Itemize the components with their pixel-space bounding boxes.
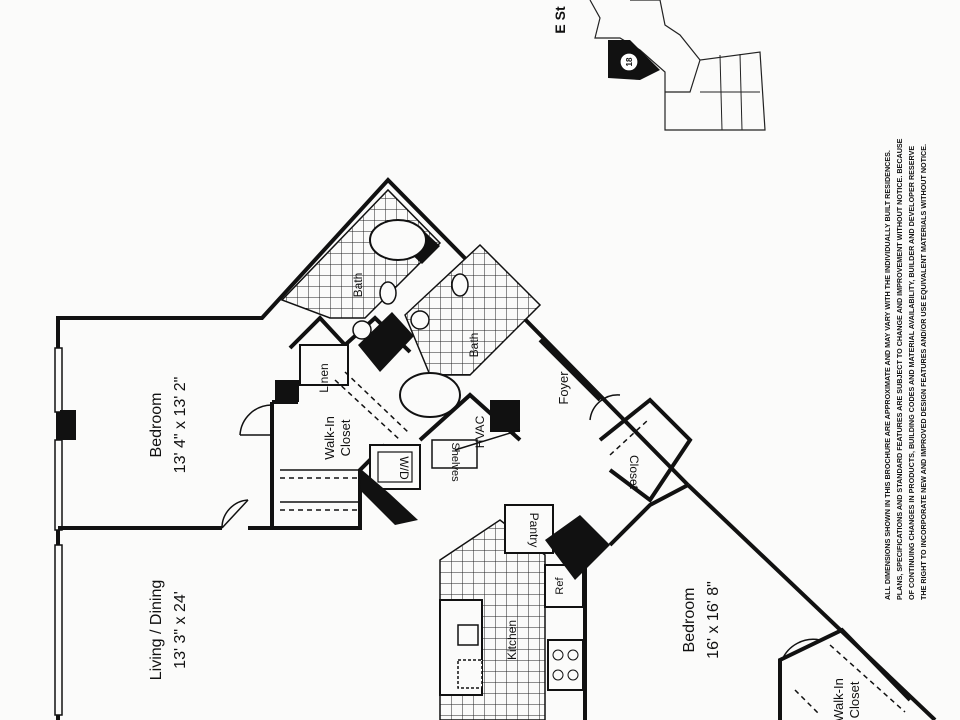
- bedroom2-walls: [608, 483, 912, 720]
- walkin2-label: Walk-In Closet: [831, 678, 862, 720]
- walkin1-label: Walk-In Closet: [322, 416, 353, 460]
- hvac-label: HVAC: [473, 415, 487, 448]
- walkin-closet-1: [239, 404, 387, 530]
- walkin2-text: Walk-In: [831, 678, 846, 720]
- kitchen-label: Kitchen: [505, 620, 519, 660]
- foyer-label: Foyer: [556, 371, 571, 405]
- bedroom1-label: Bedroom 13' 4" x 13' 2": [148, 377, 189, 474]
- laundry-hvac: [360, 392, 522, 525]
- bedroom2-label: Bedroom 16' x 16' 8": [681, 581, 722, 659]
- bedroom2-size: 16' x 16' 8": [705, 581, 722, 659]
- wd-label: W/D: [397, 456, 411, 480]
- living-size: 13' 3" x 24': [172, 591, 189, 669]
- disclaimer-line-3: OF CONTINUING CHANGES IN PRODUCTS, BUILD…: [907, 146, 916, 600]
- walkin1-text-b: Closet: [338, 419, 353, 456]
- key-plan: E St 18: [552, 0, 766, 131]
- bedroom2-name: Bedroom: [681, 588, 698, 653]
- walkin1-text: Walk-In: [322, 416, 337, 460]
- kitchen-area: [439, 504, 610, 720]
- foyer-walls: [538, 338, 693, 503]
- shelves-label: Shelves: [449, 442, 461, 482]
- closet-label: Closet: [627, 455, 641, 490]
- bedroom1-size: 13' 4" x 13' 2": [172, 377, 189, 474]
- bath1-label: Bath: [351, 273, 365, 298]
- bedroom1-name: Bedroom: [148, 393, 165, 458]
- pantry-label: Pantry: [527, 513, 541, 548]
- living-label: Living / Dining 13' 3" x 24': [148, 580, 189, 681]
- disclaimer-line-1: ALL DIMENSIONS SHOWN IN THIS BROCHURE AR…: [883, 150, 892, 600]
- unit-number: 18: [625, 57, 634, 66]
- linen-label: Linen: [317, 363, 331, 392]
- bath-block: [280, 188, 542, 441]
- walkin2-text-b: Closet: [847, 681, 862, 718]
- living-name: Living / Dining: [148, 580, 165, 681]
- street-label: E St: [552, 6, 568, 34]
- unit-marker-icon: [619, 52, 639, 72]
- disclaimer: ALL DIMENSIONS SHOWN IN THIS BROCHURE AR…: [883, 138, 928, 600]
- ref-label: Ref: [554, 577, 566, 595]
- disclaimer-line-4: THE RIGHT TO INCORPORATE NEW AND IMPROVE…: [919, 144, 928, 600]
- disclaimer-line-2: PLANS, SPECIFICATIONS AND STANDARD FEATU…: [895, 138, 904, 600]
- bath2-label: Bath: [467, 333, 481, 358]
